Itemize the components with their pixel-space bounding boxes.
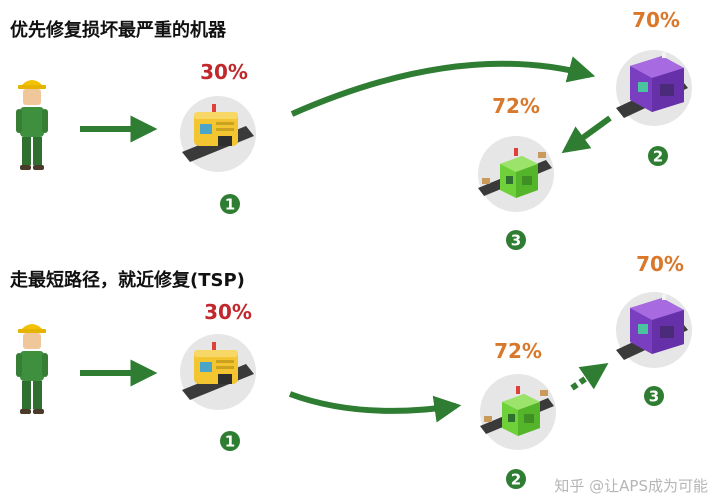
machine-purple-icon <box>616 292 692 368</box>
worker-icon <box>16 80 48 170</box>
order-badge: 3 <box>506 230 526 250</box>
machine-percent-label: 72% <box>494 339 542 363</box>
svg-text:3: 3 <box>511 232 521 250</box>
machine-green-icon <box>478 136 554 212</box>
worker-icon <box>16 324 48 414</box>
svg-text:2: 2 <box>511 471 521 489</box>
svg-text:2: 2 <box>653 148 663 166</box>
machine-percent-label: 30% <box>200 60 248 84</box>
arrow-to-purple-machine <box>570 362 609 391</box>
arrow-to-purple-machine <box>290 56 596 117</box>
section-2-title: 走最短路径，就近修复(TSP) <box>10 270 245 291</box>
order-badge: 1 <box>220 194 240 214</box>
section-1-title: 优先修复损坏最严重的机器 <box>10 20 226 41</box>
svg-text:1: 1 <box>225 196 235 214</box>
machine-percent-label: 70% <box>632 8 680 32</box>
machine-purple-icon <box>616 50 692 126</box>
svg-text:1: 1 <box>225 433 235 451</box>
section-1-diagram: 30% 1 70% 2 72% 3 <box>16 8 692 250</box>
section-2-diagram: 30% 1 72% 2 70% 3 <box>16 252 692 489</box>
machine-yellow-icon <box>180 96 256 172</box>
watermark: 知乎 @让APS成为可能 <box>554 477 708 495</box>
order-badge: 1 <box>220 431 240 451</box>
machine-percent-label: 72% <box>492 94 540 118</box>
arrow-to-green-machine <box>561 115 612 154</box>
order-badge: 2 <box>648 146 668 166</box>
order-badge: 3 <box>644 386 664 406</box>
svg-text:3: 3 <box>649 388 659 406</box>
machine-yellow-icon <box>180 334 256 410</box>
order-badge: 2 <box>506 469 526 489</box>
machine-percent-label: 30% <box>204 300 252 324</box>
machine-percent-label: 70% <box>636 252 684 276</box>
arrow-to-green-machine <box>288 391 462 423</box>
machine-green-icon <box>480 374 556 450</box>
